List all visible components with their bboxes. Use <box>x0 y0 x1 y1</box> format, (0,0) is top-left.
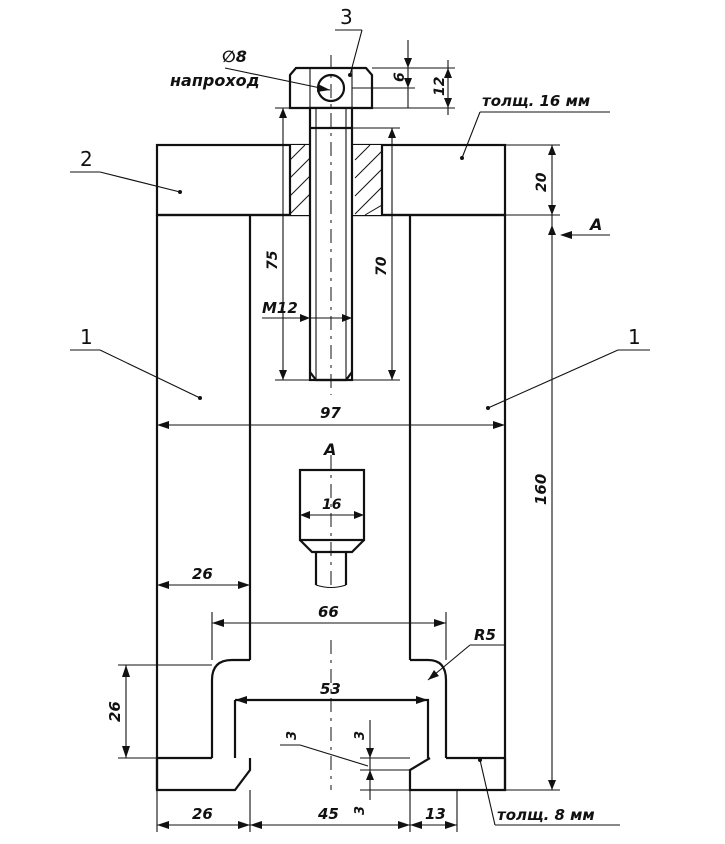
part-leaders <box>70 29 650 826</box>
part-label-2: 2 <box>80 147 93 171</box>
dim-3-top: 3 <box>285 731 300 740</box>
dim-13: 13 <box>425 805 446 823</box>
dim-70: 70 <box>374 256 390 276</box>
dim-r5: R5 <box>474 626 496 644</box>
dim-16: 16 <box>322 497 342 513</box>
view-arrow-label: A <box>588 215 602 234</box>
hole-diameter-label: ∅8 <box>222 47 247 66</box>
dim-66: 66 <box>318 603 339 621</box>
dim-26-middle: 26 <box>192 565 213 583</box>
dim-thread-m12: M12 <box>262 299 298 317</box>
view-title-label: A <box>322 440 336 459</box>
dim-45: 45 <box>317 805 339 823</box>
dim-53: 53 <box>320 680 341 698</box>
thickness-bottom-label: толщ. 8 мм <box>497 806 595 824</box>
dim-3-bottom: 3 <box>353 806 368 815</box>
dim-12: 12 <box>432 77 448 96</box>
dim-3-mid: 3 <box>353 731 368 740</box>
dim-20: 20 <box>534 172 550 192</box>
hole-through-label: напроход <box>170 71 260 90</box>
dim-26-bottom: 26 <box>192 805 213 823</box>
view-a-detail <box>298 455 366 590</box>
part-label-3: 3 <box>340 5 353 29</box>
part-label-1-right: 1 <box>628 325 641 349</box>
thickness-top-label: толщ. 16 мм <box>482 92 590 110</box>
dim-26-left: 26 <box>106 701 124 722</box>
dim-75: 75 <box>265 250 281 270</box>
dim-160: 160 <box>532 474 550 505</box>
screw <box>288 55 374 395</box>
dim-97: 97 <box>320 404 341 422</box>
part-label-1-left: 1 <box>80 325 93 349</box>
dim-6: 6 <box>392 72 408 82</box>
dimension-lines <box>118 40 610 832</box>
